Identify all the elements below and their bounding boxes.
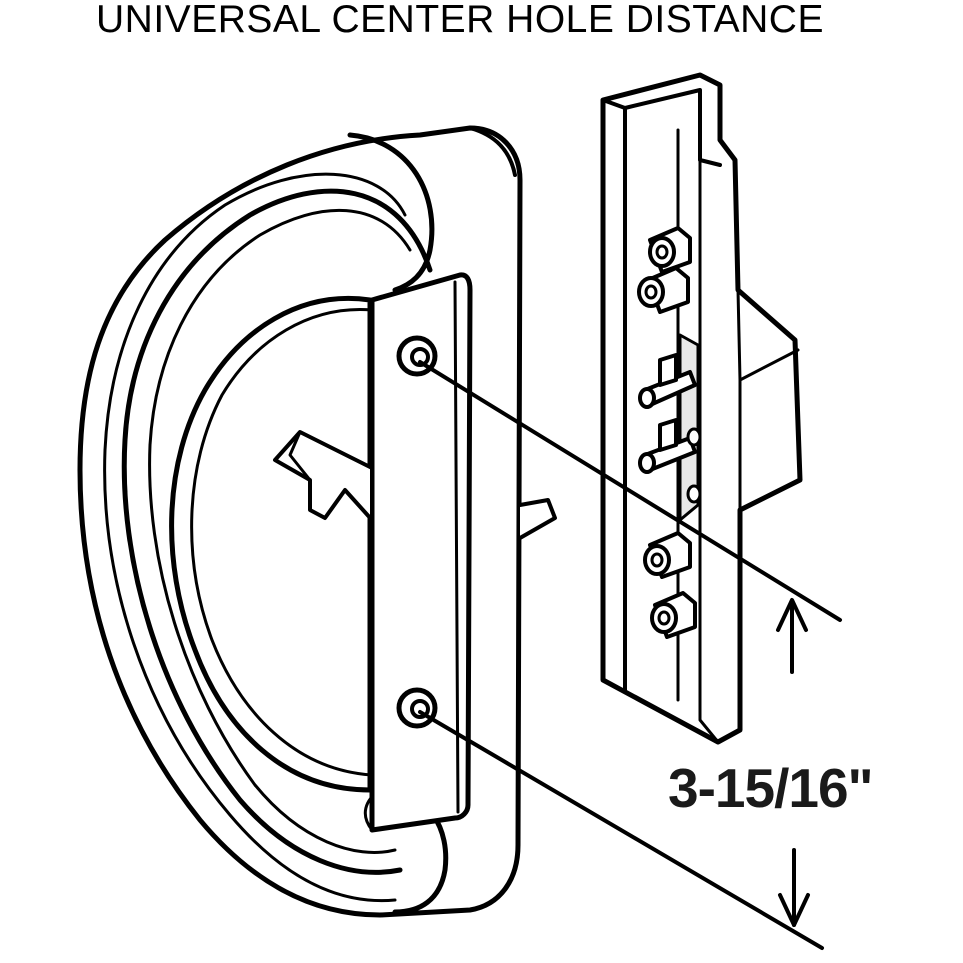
diagram-title: UNIVERSAL CENTER HOLE DISTANCE <box>96 0 824 41</box>
handle-screw-hole-bottom <box>396 687 438 729</box>
dimension-arrow-down <box>778 848 810 927</box>
latch-body <box>600 72 803 745</box>
dimension-line-bottom <box>418 710 824 950</box>
dimension-arrow-up <box>776 598 808 674</box>
latch-pin-1 <box>638 353 697 409</box>
latch-pin-3 <box>686 484 702 504</box>
latch-peg-4 <box>650 591 697 639</box>
latch-peg-3 <box>643 531 692 579</box>
latch-pin-2 <box>638 418 702 474</box>
dimension-line-top <box>418 360 842 622</box>
handle-body <box>77 125 557 918</box>
dimension-label: 3-15/16" <box>668 757 874 819</box>
latch-peg-2 <box>637 266 690 314</box>
latch-peg-1 <box>648 226 692 274</box>
